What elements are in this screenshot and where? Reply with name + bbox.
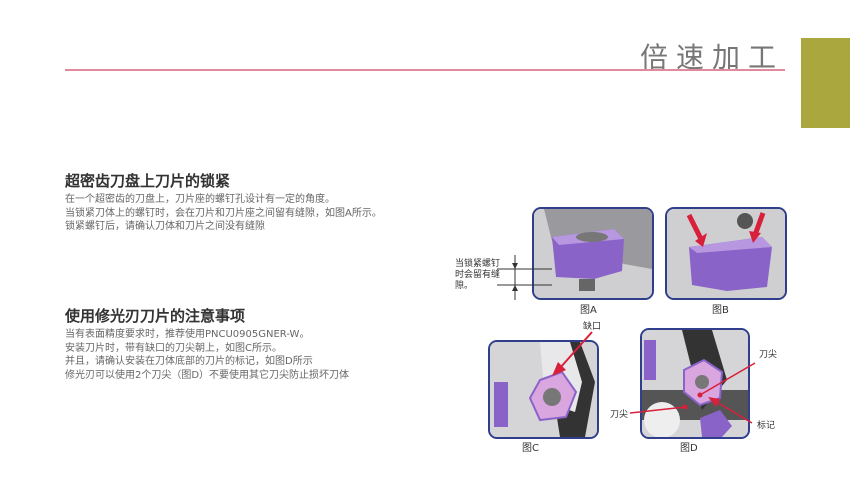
title-divider — [65, 69, 785, 71]
section2-heading: 使用修光刃刀片的注意事项 — [65, 307, 246, 325]
note-line: 时会留有缝 — [455, 270, 501, 280]
section2-body: 当有表面精度要求时，推荐使用PNCU0905GNER-W。 安装刀片时，带有缺口… — [65, 328, 349, 382]
figure-b-caption: 图B — [712, 305, 729, 316]
mark-label: 标记 — [757, 421, 776, 431]
figure-d-image — [640, 328, 750, 439]
figure-a-image — [532, 207, 654, 300]
figure-c-caption: 图C — [522, 443, 539, 454]
text-line: 安装刀片时，带有缺口的刀尖朝上，如图C所示。 — [65, 342, 282, 354]
figure-d-caption: 图D — [680, 443, 698, 454]
text-line: 当锁紧刀体上的螺钉时，会在刀片和刀片座之间留有缝隙，如图A所示。 — [65, 207, 382, 219]
notch-label: 缺口 — [583, 322, 602, 332]
tip-label-1: 刀尖 — [759, 350, 778, 360]
section1-heading: 超密齿刀盘上刀片的锁紧 — [65, 172, 231, 190]
section1-body: 在一个超密齿的刀盘上，刀片座的螺钉孔设计有一定的角度。 当锁紧刀体上的螺钉时，会… — [65, 193, 382, 234]
note-line: 隙。 — [455, 281, 474, 291]
text-line: 锁紧螺钉后，请确认刀体和刀片之间没有缝隙 — [65, 221, 265, 232]
text-line: 并且，请确认安装在刀体底部的刀片的标记，如图D所示 — [65, 356, 313, 367]
figure-a-note: 当锁紧螺钉 时会留有缝 隙。 — [455, 259, 500, 292]
figure-d-pointers-icon — [630, 362, 756, 424]
text-line: 在一个超密齿的刀盘上，刀片座的螺钉孔设计有一定的角度。 — [65, 194, 335, 205]
gap-dimension-icon — [497, 255, 552, 300]
note-line: 当锁紧螺钉 — [455, 259, 501, 269]
notch-arrow-icon — [552, 331, 593, 376]
tip-label-2: 刀尖 — [610, 410, 629, 420]
text-line: 当有表面精度要求时，推荐使用PNCU0905GNER-W。 — [65, 329, 310, 340]
section-tab — [801, 38, 850, 128]
text-line: 修光刃可以使用2个刀尖（图D）不要使用其它刀尖防止损坏刀体 — [65, 369, 350, 381]
figure-a-caption: 图A — [580, 305, 597, 316]
figure-b-image — [665, 207, 787, 300]
page-title: 倍速加工 — [639, 41, 784, 74]
